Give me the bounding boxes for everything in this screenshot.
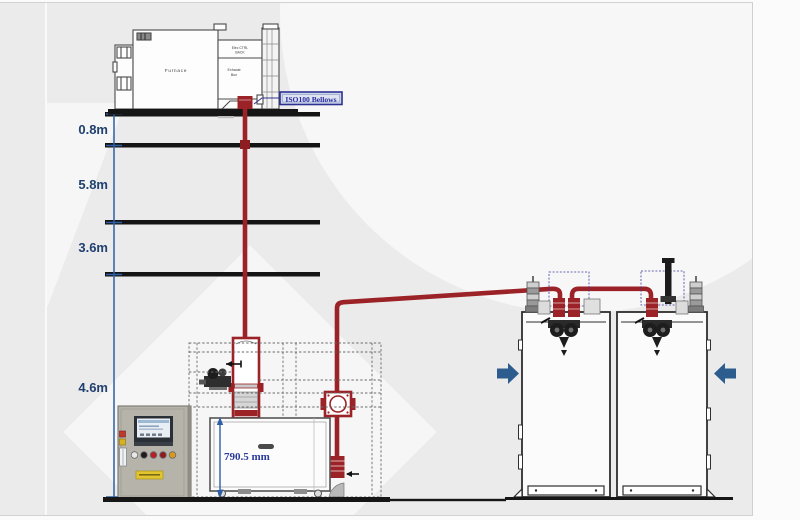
cabinet-ground-line (505, 497, 733, 500)
dim-label-4.6m: 4.6m (78, 380, 108, 395)
signal-tower-left (525, 276, 541, 313)
inflow-arrow-left-icon (497, 363, 519, 384)
pump-unit-body (209, 417, 331, 498)
panel-button-amber (168, 451, 177, 459)
micro-text-mark (218, 116, 234, 119)
furnace-outlet-elbow (237, 96, 253, 109)
furnace-base-plate (108, 109, 298, 115)
floor-line-2 (105, 143, 320, 148)
pump-exhaust-bellows (328, 456, 359, 498)
pump-handle (258, 444, 274, 449)
panel-button-red (149, 451, 158, 459)
panel-indicator-yellow (119, 438, 126, 446)
inlet-flange (234, 410, 258, 416)
elevation-dimension-labels: 0.8m 5.8m 3.6m 4.6m (78, 122, 108, 395)
service-envelope-2 (640, 270, 685, 306)
hmi-screen (134, 416, 173, 446)
panel-button-black (140, 451, 148, 459)
panel-button-darkred (159, 451, 167, 459)
furnace-top-fitting (213, 23, 227, 31)
panel-button-white (130, 451, 139, 459)
side-pump-assembly (199, 360, 242, 390)
rear-tower (261, 27, 280, 110)
scrubber-cabinet-2 (616, 311, 717, 498)
furnace-vent-grid (136, 32, 152, 41)
iso100-bellows-label: ISO100 Bellows (285, 95, 336, 104)
pump-height-dimension: 790.5 mm (216, 417, 270, 498)
rear-tower-cap (262, 23, 279, 30)
ctrl-back-label-2: BACK (235, 51, 245, 55)
panel-pushbuttons (130, 451, 177, 459)
cabinet-base-plate (527, 485, 605, 496)
signal-tower-right (688, 276, 704, 313)
cabinet-inlet-fittings (553, 298, 658, 317)
cabinet-top-hardware (525, 258, 704, 356)
iso100-bellows-callout: ISO100 Bellows (253, 91, 343, 106)
furnace-flange-2 (116, 76, 132, 91)
pump-inlet-bellows (228, 336, 264, 420)
exhaust-box-label-2: Box (231, 73, 237, 77)
exhaust-valve-box (320, 390, 356, 418)
exhaust-run-pipe (334, 286, 563, 394)
ground-lines (103, 497, 506, 502)
ctrl-back-label-1: Elec CTRL (232, 46, 249, 50)
floor-line-4 (105, 272, 320, 277)
inflow-arrow-right-icon (714, 363, 736, 384)
furnace-side-stub (112, 61, 118, 73)
exhaust-fan-guard (328, 482, 345, 498)
exhaust-box-label-1: Exhaust (228, 68, 241, 72)
control-panel (117, 405, 192, 500)
watermark-edge-line (45, 3, 47, 515)
pump-motor-body (204, 376, 231, 387)
floor-line-3 (105, 220, 320, 225)
cabinet-jumper-pipe (569, 286, 654, 303)
cabinet-base-plate (622, 485, 702, 496)
floor-lines (105, 112, 320, 277)
furnace-tool-drawing (108, 23, 298, 119)
panel-indicator-red (119, 430, 126, 438)
vacuum-pipe-route (237, 96, 654, 457)
pump-height-label: 790.5 mm (224, 451, 270, 463)
inlet-valve-manifold-2 (634, 317, 672, 356)
caster-wheel (314, 489, 322, 498)
dim-label-3.6m: 3.6m (78, 240, 108, 255)
dim-label-0.8m: 0.8m (78, 122, 108, 137)
furnace-label: Furnace (165, 68, 187, 73)
furnace-labels: Furnace Elec CTRL BACK Exhaust Box (165, 46, 249, 77)
furnace-flange-1 (116, 46, 132, 59)
inlet-valve-manifold-1 (540, 317, 580, 356)
exhaust-stack (660, 258, 676, 304)
dim-label-5.8m: 5.8m (78, 177, 108, 192)
furnace-main-body (132, 29, 219, 110)
